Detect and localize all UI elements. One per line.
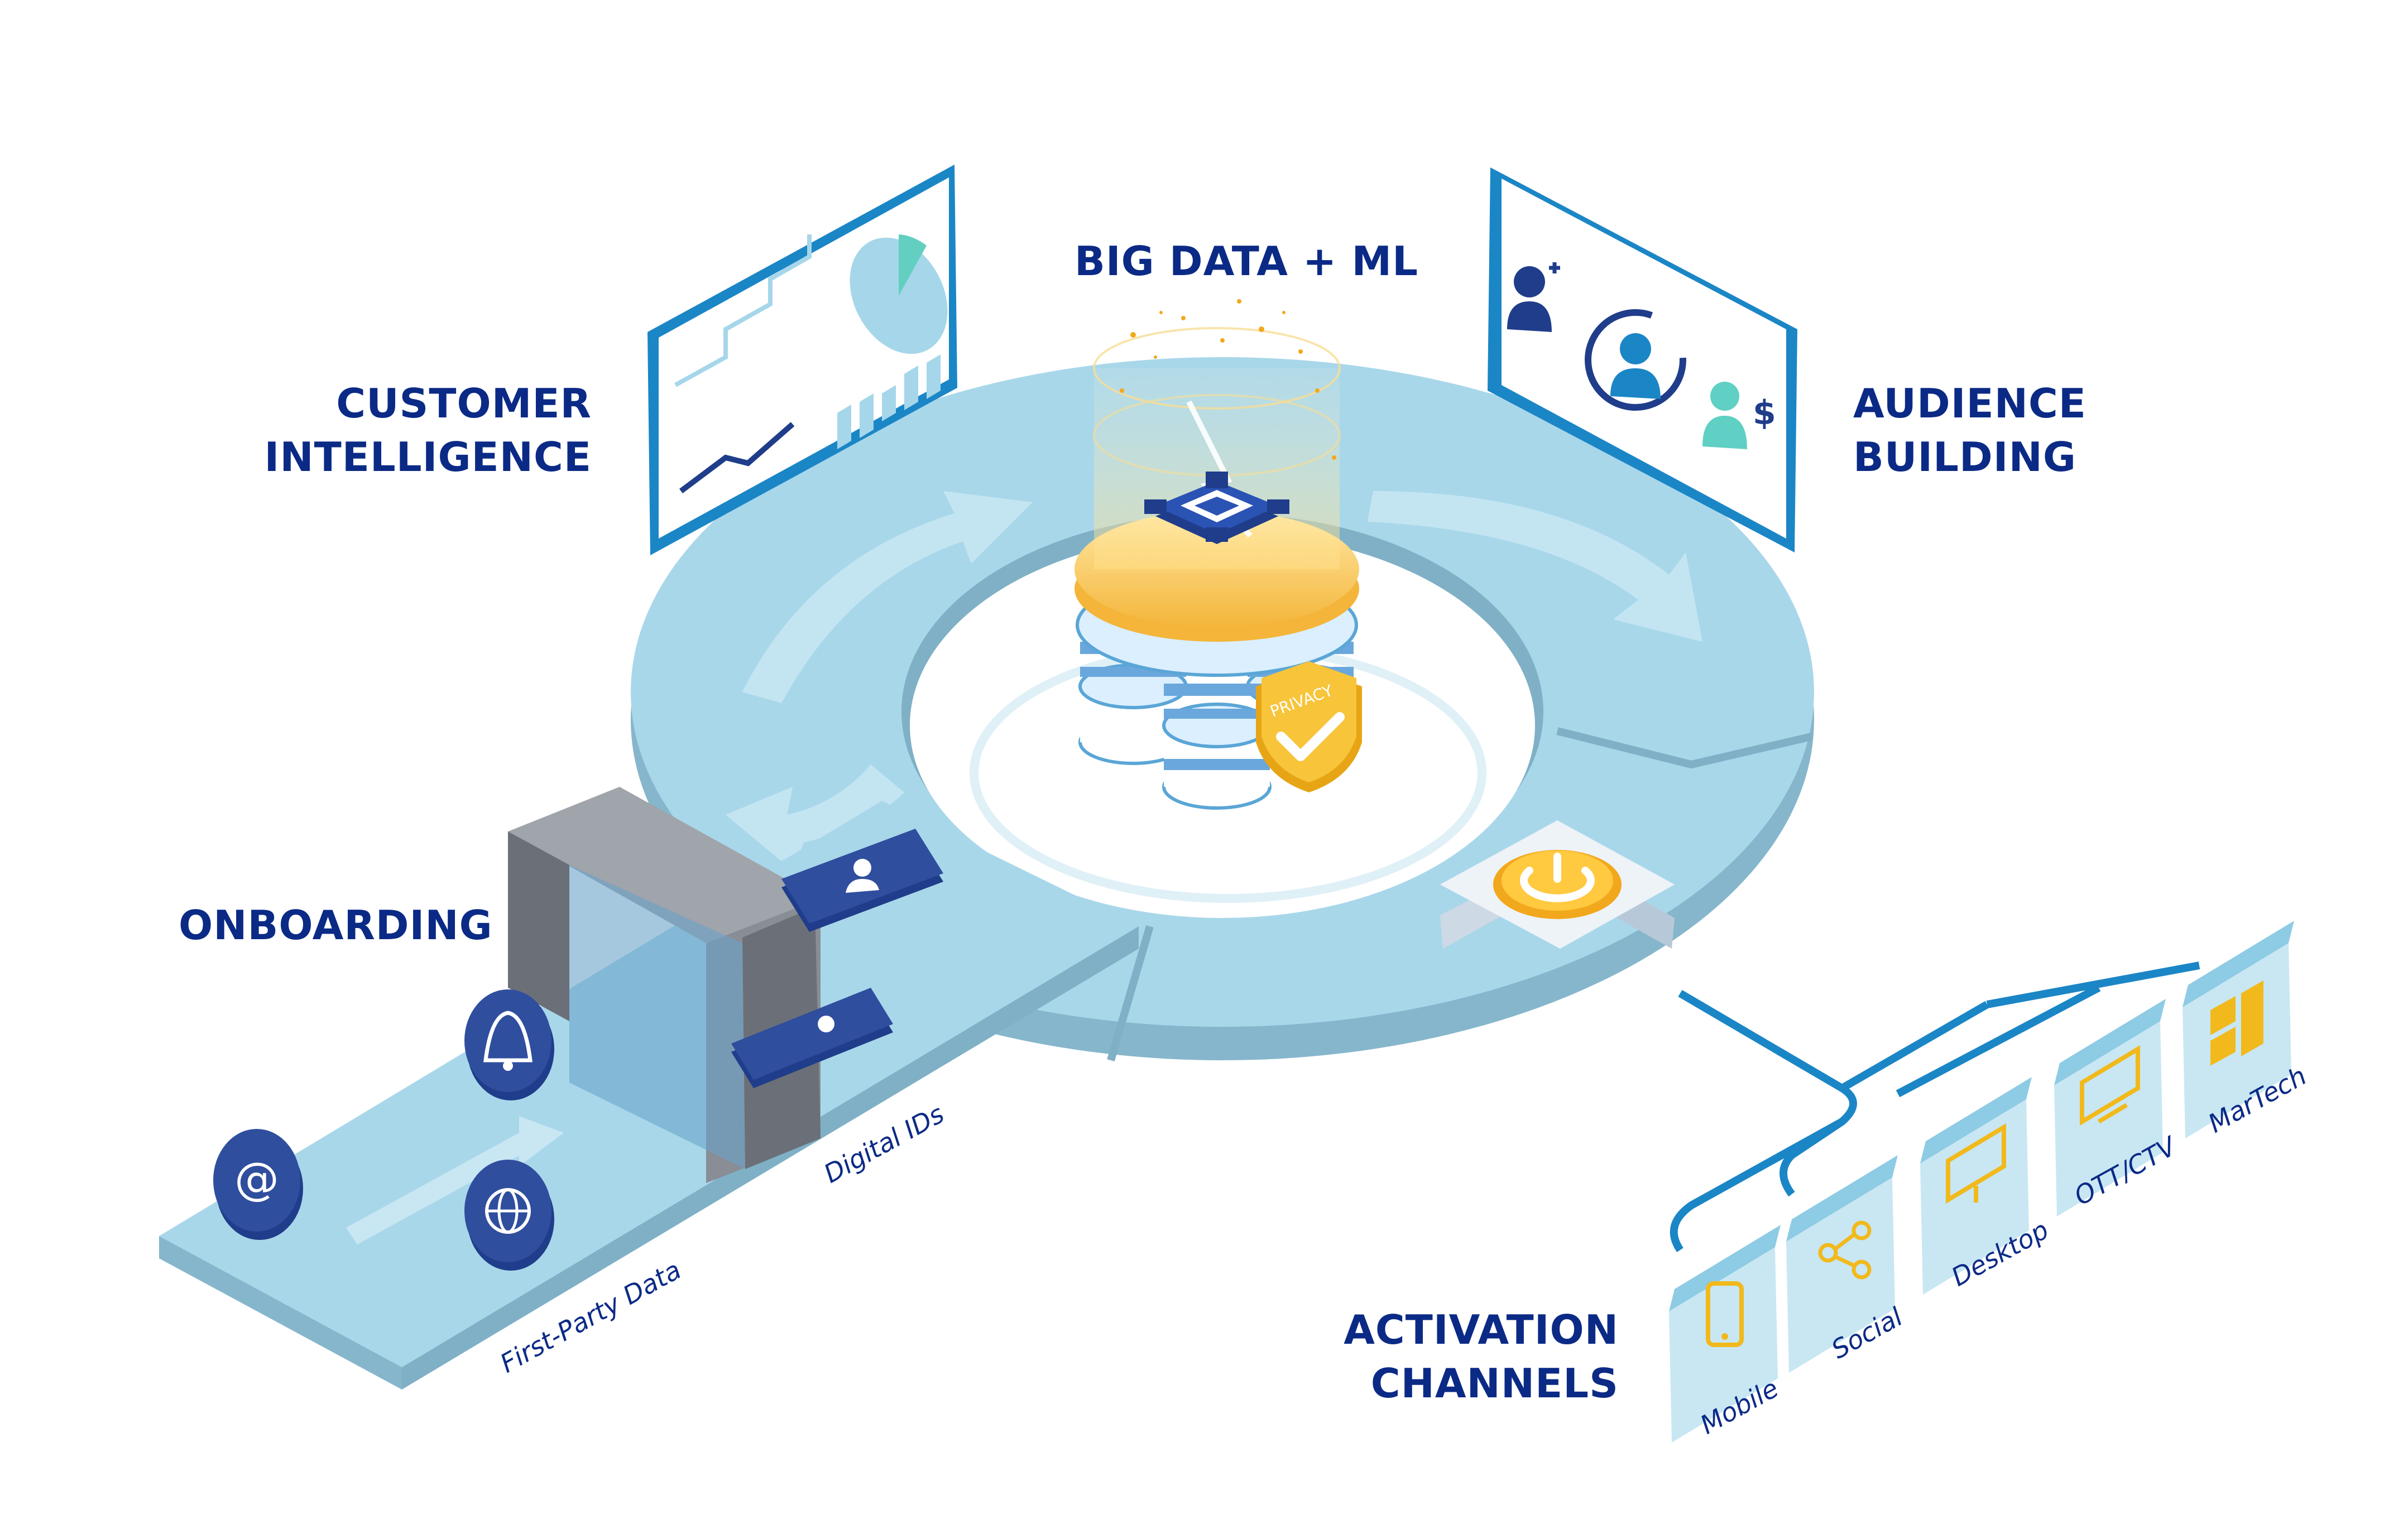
tv-icon <box>2080 1045 2140 1126</box>
audience-building-line-1: AUDIENCE <box>1853 380 2086 427</box>
onboarding-label: ONBOARDING <box>179 902 493 949</box>
user-refresh-icon <box>1585 309 1686 411</box>
activation-channels-line-1: ACTIVATION <box>1344 1306 1619 1353</box>
svg-text:$: $ <box>1753 393 1776 432</box>
channel-tile-desktop <box>1920 1077 2032 1295</box>
channel-tile-social <box>1786 1155 1898 1373</box>
activation-channels-label: ACTIVATION CHANNELS <box>1289 1303 1619 1410</box>
svg-text:@: @ <box>234 1153 279 1205</box>
customer-intelligence-line-1: CUSTOMER <box>336 380 592 427</box>
digital-id-card-upper <box>781 829 943 932</box>
desktop-monitor-icon <box>1946 1123 2006 1204</box>
power-button-icon <box>1440 820 1675 949</box>
layout-grid-icon <box>2210 980 2263 1066</box>
big-data-label: BIG DATA + ML <box>1075 238 1418 285</box>
customer-intelligence-panel <box>647 165 957 555</box>
audience-building-label: AUDIENCE BUILDING <box>1853 377 2188 484</box>
digital-id-card-lower <box>731 988 893 1088</box>
customer-intelligence-line-2: INTELLIGENCE <box>264 434 592 480</box>
at-sign-icon: @ <box>213 1129 303 1240</box>
channel-tiles <box>1669 921 2294 1443</box>
user-dollar-icon: $ <box>1702 382 1776 449</box>
ring-flow-arrows <box>726 491 1702 871</box>
channel-connector-lines <box>1670 961 2200 1252</box>
mobile-phone-icon <box>1706 1281 1744 1347</box>
privacy-shield-icon: PRIVACY <box>1256 661 1362 792</box>
channel-tile-ott <box>2054 999 2166 1217</box>
audience-building-panel: $ <box>1488 167 1797 552</box>
add-user-icon <box>1507 262 1560 332</box>
channel-tile-martech <box>2182 921 2294 1138</box>
audience-building-line-2: BUILDING <box>1853 434 2076 480</box>
bell-icon <box>464 989 554 1100</box>
customer-intelligence-label: CUSTOMER INTELLIGENCE <box>246 377 592 484</box>
share-icon <box>1818 1220 1872 1280</box>
globe-icon <box>464 1160 554 1271</box>
activation-channels-line-2: CHANNELS <box>1370 1360 1619 1407</box>
channel-tile-mobile <box>1669 1225 1781 1443</box>
onboarding-conveyor <box>159 787 1139 1390</box>
gear-chip-icon <box>1144 472 1289 544</box>
